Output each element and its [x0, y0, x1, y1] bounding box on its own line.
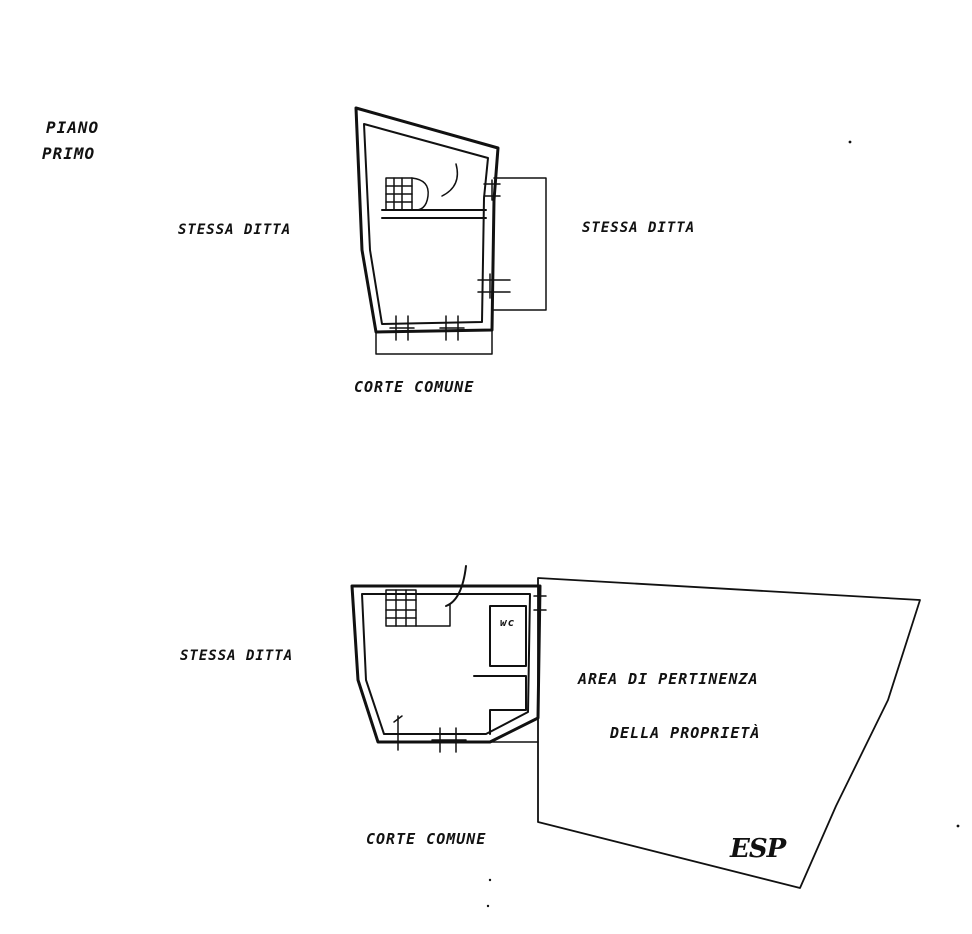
- ground-courtyard-label: CORTE COMUNE: [366, 830, 487, 848]
- pertinence-area-label-line1: AREA DI PERTINENZA: [578, 670, 759, 688]
- upper-right-neighbor-label: STESSA DITTA: [582, 220, 696, 236]
- pertinence-area-label-line2: DELLA PROPRIETÀ: [610, 724, 761, 742]
- ground-outer-wall: [350, 584, 542, 744]
- ground-wc-label: wc: [500, 616, 516, 629]
- upper-courtyard-label: CORTE COMUNE: [354, 378, 475, 396]
- upper-bottom-strip: [375, 329, 493, 355]
- upper-door-arc: [441, 163, 459, 197]
- upper-windows: [389, 179, 511, 341]
- upper-inner-wall: [363, 123, 489, 325]
- ground-door-arc: [445, 565, 467, 607]
- upper-spiral-stair-icon: [385, 177, 429, 211]
- upper-left-neighbor-label: STESSA DITTA: [178, 222, 292, 238]
- ground-inner-wall: [361, 593, 531, 735]
- upper-floor-plan: [354, 106, 547, 355]
- upper-floor-title-line1: PIANO: [46, 118, 100, 137]
- ground-windows: [393, 589, 547, 753]
- stray-dots: [486, 140, 960, 908]
- upper-partition: [381, 209, 487, 219]
- upper-right-annex: [493, 177, 547, 311]
- ground-wc-block: [473, 605, 527, 735]
- pertinence-area-outline: [537, 577, 921, 889]
- ground-floor-plan: [350, 565, 547, 753]
- ground-spiral-stair-icon: [385, 589, 451, 627]
- upper-floor-title-line2: PRIMO: [42, 144, 96, 163]
- ground-left-neighbor-label: STESSA DITTA: [180, 648, 294, 664]
- signature-initials: ESP: [730, 834, 786, 864]
